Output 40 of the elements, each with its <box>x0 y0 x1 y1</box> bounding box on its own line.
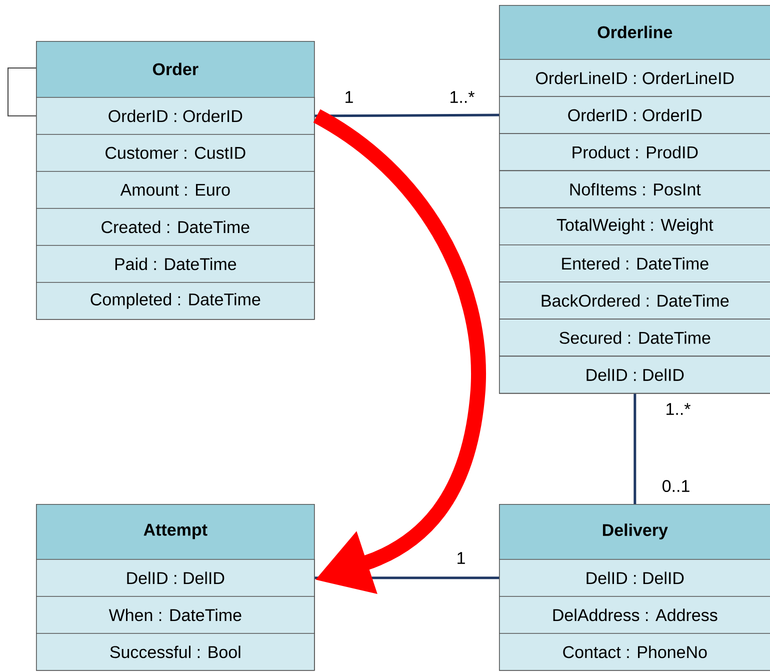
attribute-row: DelID : DelID <box>499 356 770 394</box>
multiplicity-label: 1..* <box>450 91 474 103</box>
multiplicity-label: 0..1 <box>662 480 690 492</box>
attribute-row: Amount : Euro <box>36 171 315 209</box>
node-label: BackOrdered : DateTime <box>542 294 729 307</box>
attribute-row: Successful : Bool <box>36 633 315 671</box>
association-line <box>634 394 636 504</box>
attribute-row: Paid : DateTime <box>36 245 315 283</box>
node-label: Secured : DateTime <box>560 331 710 344</box>
attribute-row: Created : DateTime <box>36 208 315 246</box>
node-label: TotalWeight : Weight <box>556 218 714 234</box>
attribute-row: DelAddress : Address <box>499 596 770 634</box>
multiplicity-label: 1 <box>346 91 353 103</box>
attribute-row: OrderID : OrderID <box>36 97 315 135</box>
node-label: NofItems : PosInt <box>570 183 701 196</box>
attribute-row: Customer : CustID <box>36 134 315 172</box>
attribute-row: Entered : DateTime <box>499 244 770 282</box>
attribute-row: Secured : DateTime <box>499 318 770 357</box>
node-label: Entered : DateTime <box>562 257 708 270</box>
node-label: DelID : DelID <box>586 572 684 584</box>
node-label: OrderLineID : OrderLineID <box>536 72 734 84</box>
attribute-row: When : DateTime <box>36 596 315 634</box>
attribute-row: BackOrdered : DateTime <box>499 282 770 320</box>
attribute-row: Contact : PhoneNo <box>499 633 770 671</box>
attribute-row: Completed : DateTime <box>36 282 315 320</box>
attribute-row: OrderID : OrderID <box>499 96 770 134</box>
attribute-row: DelID : DelID <box>499 559 770 597</box>
attribute-row: DelID : DelID <box>36 559 315 597</box>
arrow <box>313 109 486 594</box>
attribute-row: TotalWeight : Weight <box>499 207 770 246</box>
attribute-row: NofItems : PosInt <box>499 170 770 208</box>
node-label: DelAddress : Address <box>553 608 718 622</box>
multiplicity-label: 1 <box>458 552 465 564</box>
multiplicity-label: 1..* <box>666 403 690 415</box>
self-association-line <box>8 68 36 116</box>
node-label: OrderID : OrderID <box>568 108 702 122</box>
attribute-row: OrderLineID : OrderLineID <box>499 59 770 97</box>
attribute-row: Product : ProdID <box>499 133 770 172</box>
association-line <box>314 114 500 118</box>
node-label: Product : ProdID <box>572 146 698 158</box>
